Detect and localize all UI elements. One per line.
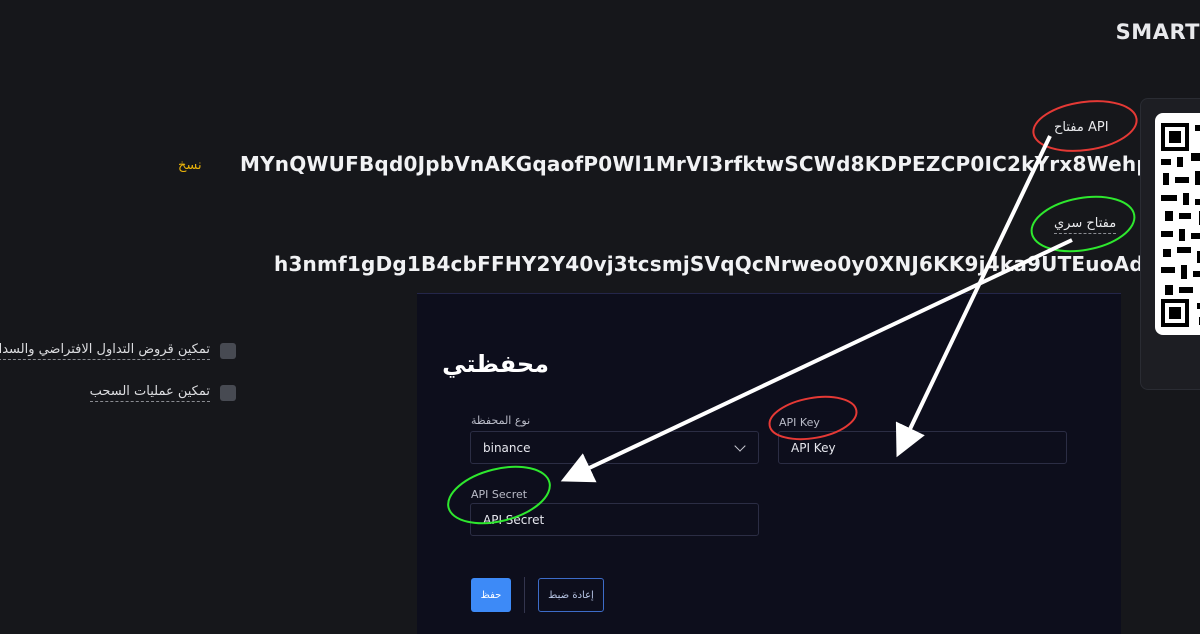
save-button[interactable]: حفظ [471, 578, 511, 612]
reset-button[interactable]: إعادة ضبط [538, 578, 604, 612]
brand-name: SMART [1115, 20, 1200, 44]
copy-link[interactable]: نسخ [178, 158, 202, 173]
wallet-title: محفظتي [442, 350, 549, 378]
withdrawals-checkbox[interactable] [220, 385, 236, 401]
api-key-label: مفتاح API [1054, 120, 1109, 135]
margin-loans-checkbox[interactable] [220, 343, 236, 359]
api-key-value: MYnQWUFBqd0JpbVnAKGqaofP0Wl1MrVI3rfktwSC… [240, 152, 1165, 176]
qr-card [1140, 98, 1200, 390]
api-secret-field-label: API Secret [471, 488, 528, 501]
api-key-input[interactable]: API Key [778, 431, 1067, 464]
chevron-down-icon [734, 440, 746, 452]
secret-key-label: مفتاح سري [1054, 216, 1117, 234]
qr-code-icon [1161, 123, 1200, 327]
withdrawals-label: تمكين عمليات السحب [89, 384, 210, 402]
margin-loans-label: تمكين قروض التداول الافتراضي والسداد [0, 342, 210, 360]
button-divider [524, 577, 525, 613]
secret-key-value: h3nmf1gDg1B4cbFFHY2Y40vj3tcsmjSVqQcNrweo… [274, 252, 1173, 276]
wallet-panel: محفظتي نوع المحفظة binance API Key API K… [417, 293, 1121, 634]
option-margin-loans[interactable]: تمكين قروض التداول الافتراضي والسداد [0, 342, 236, 360]
api-key-field-label: API Key [779, 416, 820, 429]
api-secret-input-value: API Secret [483, 512, 545, 527]
api-secret-input[interactable]: API Secret [470, 503, 759, 536]
wallet-type-label: نوع المحفظة [471, 414, 531, 427]
wallet-type-select[interactable]: binance [470, 431, 759, 464]
option-withdrawals[interactable]: تمكين عمليات السحب [89, 384, 236, 402]
api-key-input-value: API Key [791, 440, 836, 455]
wallet-type-value: binance [483, 440, 531, 455]
qr-code [1155, 113, 1200, 335]
